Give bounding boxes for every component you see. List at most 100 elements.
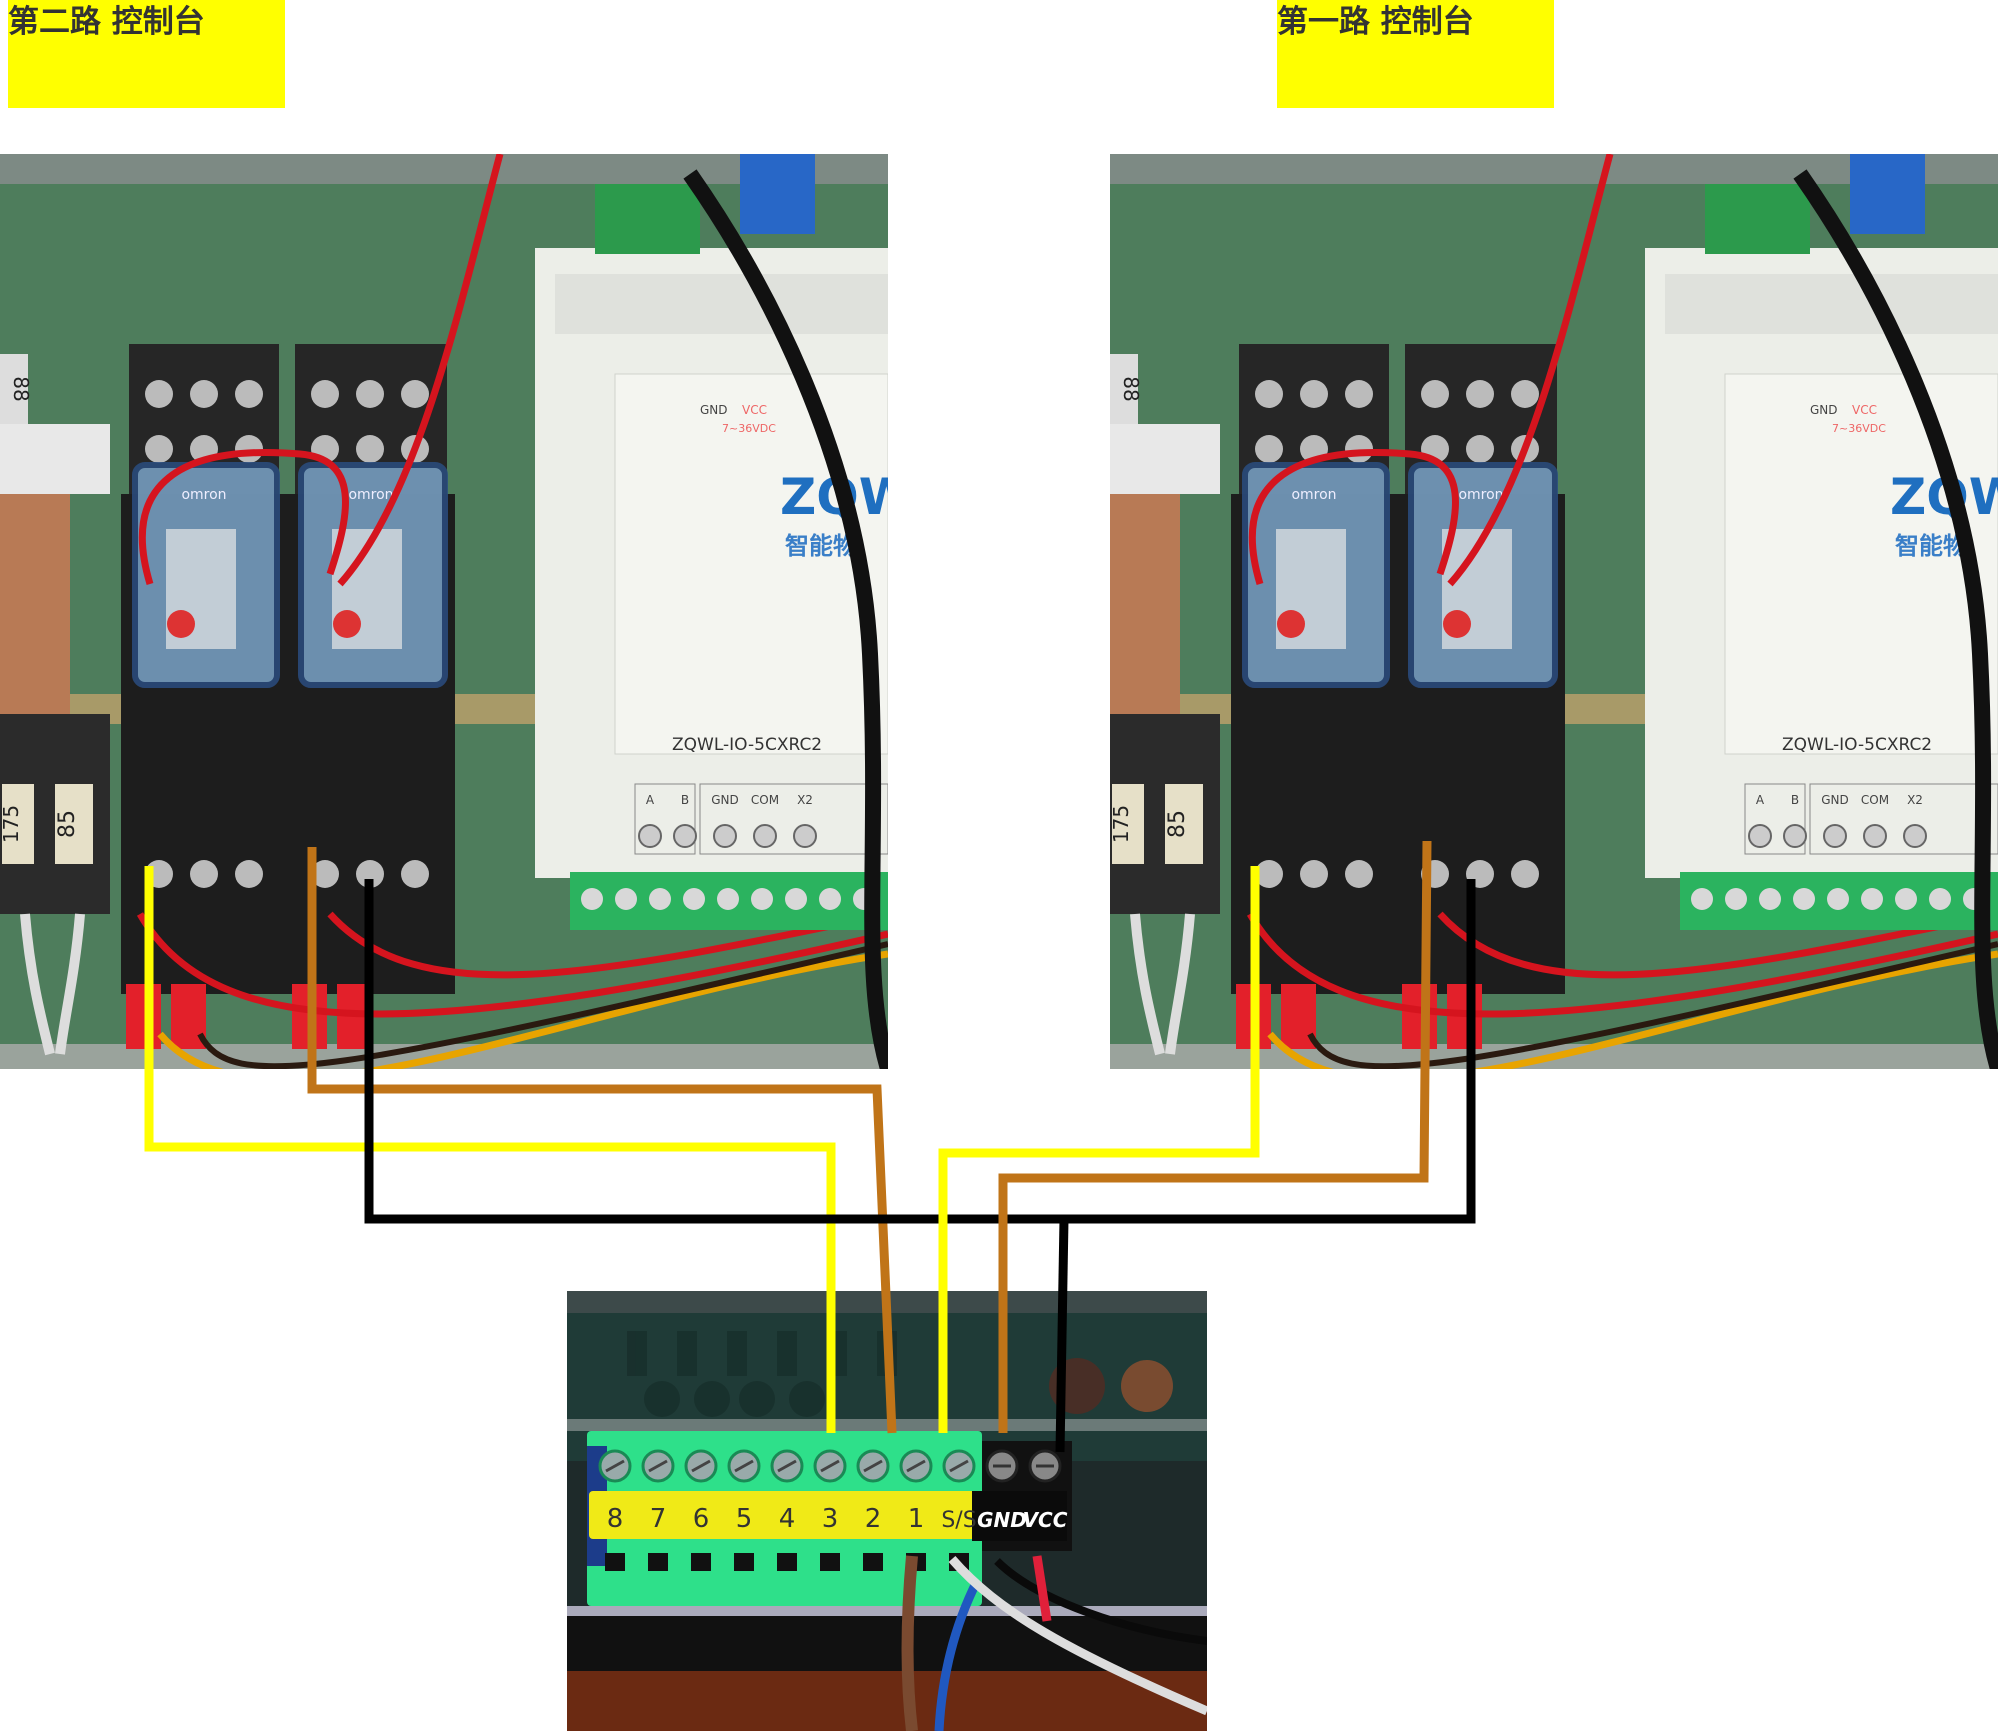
terminal-label-6: 6 [693,1504,710,1534]
side-label-85: 85 [1165,810,1190,838]
module-logo-cn: 智能物 [785,532,857,560]
screw-icon [1345,860,1373,888]
screw-icon [311,380,339,408]
module-vcc-label: VCC [742,403,767,417]
wire-entry-hole [691,1553,711,1571]
module-terminal-label: X2 [1907,793,1923,807]
module-model-number: ZQWL-IO-5CXRC2 [672,735,822,755]
screw-icon [356,860,384,888]
terminal-label-SS: S/S [941,1508,976,1533]
relay-indicator [167,610,195,638]
terminal-label-8: 8 [607,1504,624,1534]
module-terminal-label: COM [751,793,779,807]
strip-screw-icon [1725,888,1747,910]
orange-wire [1267,950,1998,1069]
relay-coil [1110,494,1180,734]
screw-icon [235,860,263,888]
screw-icon [1466,435,1494,463]
strip-screw-icon [1759,888,1781,910]
strip-screw-icon [1929,888,1951,910]
screw-icon [1300,380,1328,408]
terminal-label-strip [589,1491,979,1539]
screw-slot [906,1459,926,1473]
side-label-85: 85 [55,810,80,838]
green-connector [1705,184,1810,254]
relay-indicator [1277,610,1305,638]
red-supply-wire [337,154,504,587]
screw-icon [1255,380,1283,408]
relay-base [0,424,110,494]
wire-entry-hole [777,1553,797,1571]
screw-icon [145,380,173,408]
channel-2-console-text: 第二路 控制台 [8,4,205,40]
channel-1-panel-drawing: 8817585omronomronGNDVCC7~36VDCZQWL智能物ZQW… [1110,154,1998,1069]
module-screw-icon [673,824,697,848]
module-terminal-label: B [1791,793,1799,807]
red-jumper-wire [1248,449,1459,586]
module-terminal-label: GND [711,793,739,807]
screw-slot [863,1459,883,1473]
relay-brand: omron [1291,487,1336,503]
module-gnd-label: GND [700,403,728,417]
screw-icon [311,860,339,888]
channel-2-console-label: 第二路 控制台 [8,0,285,108]
screw-icon [145,860,173,888]
relay-brand: omron [348,487,393,503]
strip-screw-icon [751,888,773,910]
terminal-label-5: 5 [736,1504,753,1534]
terminal-label-1: 1 [908,1504,925,1534]
wire-entry-hole [863,1553,883,1571]
module-top-step [555,274,888,334]
module-terminal-label: X2 [797,793,813,807]
side-label-tag [2,784,34,864]
screw-icon [190,860,218,888]
module-screw-icon [1748,824,1772,848]
channel-1-console-text: 第一路 控制台 [1277,4,1474,40]
terminal-label-3: 3 [822,1504,839,1534]
screw-icon [1421,860,1449,888]
terminal-label-4: 4 [779,1504,796,1534]
screw-slot [949,1459,969,1473]
relay-indicator [333,610,361,638]
screw-icon [235,435,263,463]
power-label-vcc: VCC [1023,1508,1068,1532]
terminal-label-7: 7 [650,1504,667,1534]
channel-2-relay-panel-photo: 8817585omronomronGNDVCC7~36VDCZQWL智能物ZQW… [0,154,888,1069]
screw-icon [1300,860,1328,888]
strip-screw-icon [1861,888,1883,910]
module-screw-icon [1823,824,1847,848]
relay-indicator [1443,610,1471,638]
terminal-label-2: 2 [865,1504,882,1534]
strip-screw-icon [819,888,841,910]
strip-screw-icon [1895,888,1917,910]
module-screw-icon [1783,824,1807,848]
strip-screw-icon [1691,888,1713,910]
relay-brand: omron [1458,487,1503,503]
red-crimp-terminal [126,984,161,1049]
module-terminal-label: B [681,793,689,807]
red-supply-wire [1447,154,1614,587]
module-terminal-label: A [646,793,655,807]
red-jumper-wire [138,449,349,586]
module-screw-icon [1903,824,1927,848]
channel-2-panel-drawing: 8817585omronomronGNDVCC7~36VDCZQWL智能物ZQW… [0,154,888,1069]
side-label-tag [1110,354,1138,424]
white-wire [55,913,85,1055]
relay-coil [0,494,70,734]
module-voltage-label: 7~36VDC [1832,422,1886,435]
module-model-number: ZQWL-IO-5CXRC2 [1782,735,1932,755]
black-cable [1793,169,1998,1069]
screw-icon [190,380,218,408]
screw-icon [1345,435,1373,463]
module-screw-icon [1863,824,1887,848]
module-terminal-label: COM [1861,793,1889,807]
green-connector [595,184,700,254]
screw-icon [235,380,263,408]
power-label-gnd: GND [977,1508,1027,1532]
red-wire [1437,910,1998,979]
blue-connector [740,154,815,234]
relay-base [1110,424,1220,494]
screw-icon [356,380,384,408]
wire-entry-hole [648,1553,668,1571]
